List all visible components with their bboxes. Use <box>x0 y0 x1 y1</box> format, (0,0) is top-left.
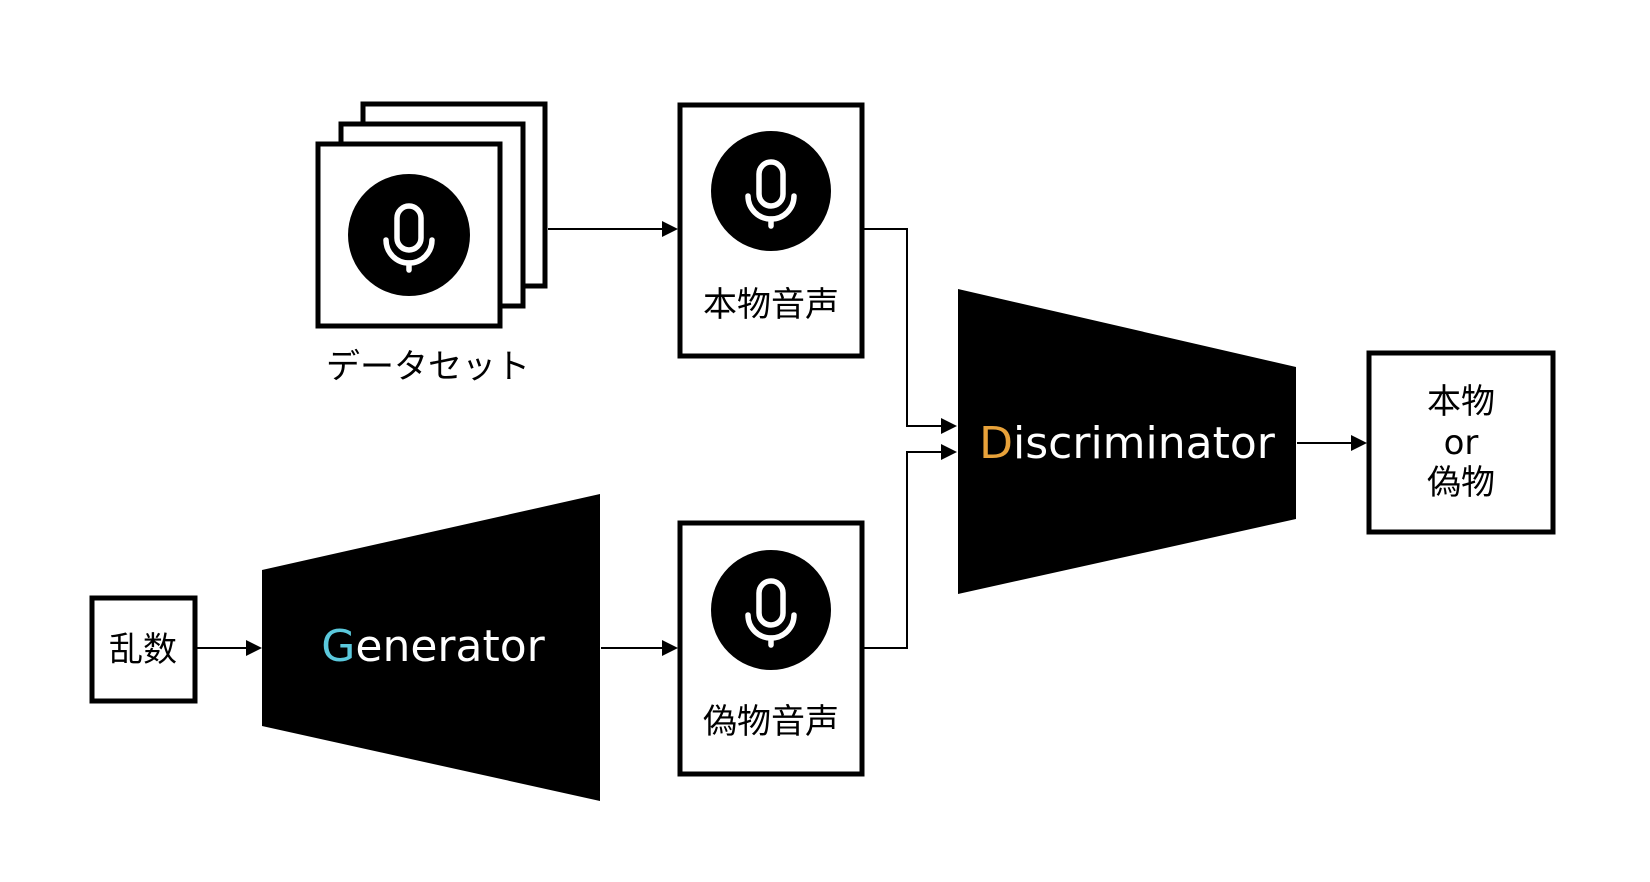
output-line-2: or <box>1444 423 1479 463</box>
microphone-icon <box>711 131 831 251</box>
arrow-real-to-discriminator <box>864 228 941 427</box>
microphone-icon <box>711 550 831 670</box>
real-audio-label: 本物音声 <box>703 285 839 325</box>
discriminator-label: Discriminator <box>979 418 1276 469</box>
generator-node: Generator <box>262 494 600 801</box>
fake-audio-node: 偽物音声 <box>677 520 865 777</box>
output-node: 本物 or 偽物 <box>1366 350 1556 535</box>
noise-label: 乱数 <box>109 630 177 670</box>
microphone-icon <box>348 174 470 296</box>
discriminator-node: Discriminator <box>958 289 1296 594</box>
generator-shape <box>262 494 600 801</box>
connectors <box>197 221 1367 656</box>
fake-audio-label: 偽物音声 <box>703 702 839 742</box>
arrowhead <box>662 640 678 656</box>
dataset-stack <box>315 101 548 329</box>
arrowhead <box>1351 435 1367 451</box>
arrowhead <box>941 418 957 434</box>
real-audio-node: 本物音声 <box>677 102 865 359</box>
discriminator-shape <box>958 289 1296 594</box>
output-line-1: 本物 <box>1427 382 1495 422</box>
generator-initial: G <box>321 621 355 672</box>
output-line-3: 偽物 <box>1427 463 1495 503</box>
discriminator-rest: iscriminator <box>1013 418 1276 469</box>
generator-rest: enerator <box>355 621 545 672</box>
generator-label: Generator <box>321 621 545 672</box>
noise-node: 乱数 <box>89 595 198 704</box>
output-box <box>1366 350 1556 535</box>
arrow-fake-to-discriminator <box>864 451 941 649</box>
noise-box <box>89 595 198 704</box>
arrowhead <box>662 221 678 237</box>
discriminator-initial: D <box>979 418 1013 469</box>
arrowhead <box>246 640 262 656</box>
arrowhead <box>941 444 957 460</box>
dataset-label: データセット <box>326 347 530 387</box>
